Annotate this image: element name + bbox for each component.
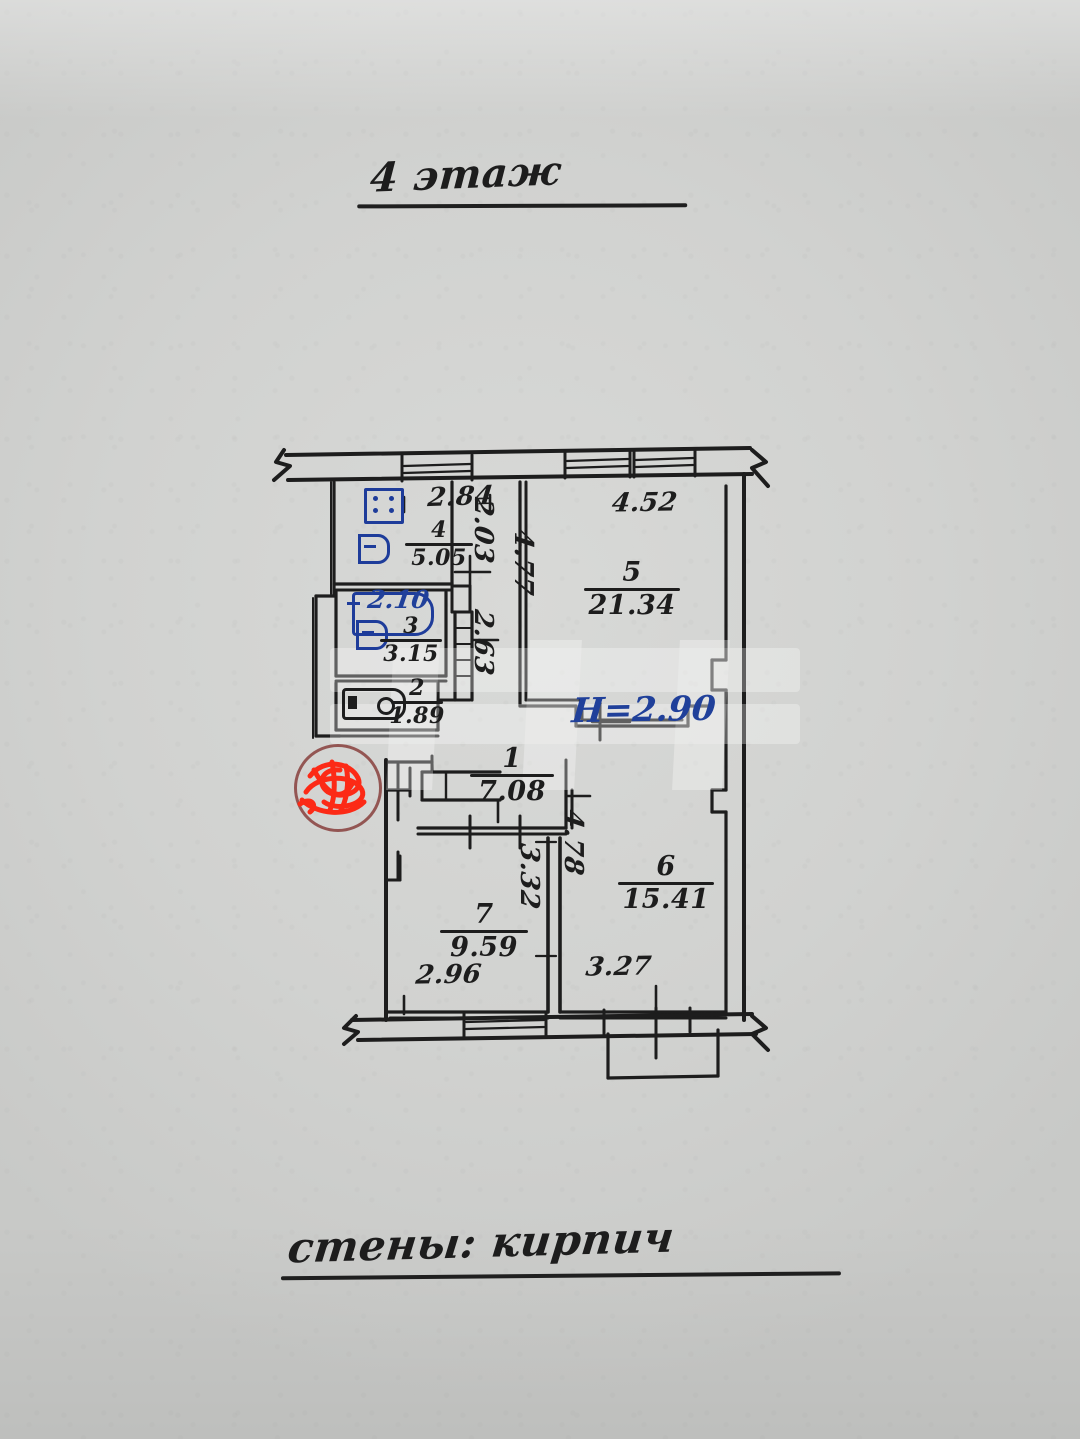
bathtub-tap-icon	[347, 596, 360, 612]
title-text: 4 этаж	[368, 147, 563, 202]
dimension-room7-depth: 3.32	[514, 841, 544, 912]
bathtub-icon	[352, 592, 434, 636]
dimension-bathtub-length: 2.10	[365, 585, 431, 614]
room-label-4: 4 5.05	[402, 517, 476, 571]
dimension-room6-depth: 4.78	[558, 807, 588, 878]
room-number-1: 1	[502, 743, 522, 774]
stove-icon	[364, 488, 404, 524]
ceiling-height-note: H=2.90	[570, 688, 718, 732]
kitchen-sink-icon	[358, 534, 390, 564]
room-area-2: 1.89	[389, 703, 445, 729]
room-label-6: 6 15.41	[614, 851, 718, 915]
room-number-3: 3	[403, 613, 419, 639]
room-area-5: 21.34	[588, 590, 676, 621]
toilet-bowl	[377, 697, 395, 715]
room-label-5: 5 21.34	[580, 557, 684, 621]
room-label-7: 7 9.59	[436, 899, 532, 963]
stamp-ring	[294, 744, 382, 832]
dimension-bath-depth: 2.63	[468, 607, 498, 678]
room-area-4: 5.05	[411, 545, 467, 571]
room-number-7: 7	[474, 899, 494, 930]
toilet-icon	[342, 688, 406, 720]
dimension-bottom-left: 2.96	[414, 959, 484, 991]
room-area-6: 15.41	[622, 884, 710, 915]
room-label-3: 3 3.15	[376, 613, 446, 667]
room-number-2: 2	[409, 675, 425, 701]
toilet-tank	[348, 696, 357, 709]
dimension-kitchen-depth: 2.03	[468, 495, 498, 566]
dimension-living-depth: 4.77	[508, 527, 538, 598]
stamp-scribble	[297, 759, 367, 815]
room-area-3: 3.15	[383, 641, 439, 667]
room-label-2: 2 1.89	[388, 675, 446, 729]
room-number-6: 6	[656, 851, 676, 882]
room-number-5: 5	[622, 557, 642, 588]
room-area-1: 7.08	[478, 776, 546, 807]
room-area-7: 9.59	[450, 932, 518, 963]
dimension-bottom-right: 3.27	[584, 951, 654, 983]
room-number-4: 4	[431, 517, 447, 543]
room-label-1: 1 7.08	[466, 743, 558, 807]
dimension-top-right: 4.52	[610, 487, 680, 519]
page-title: 4 этаж	[357, 147, 688, 209]
bathroom-sink-icon	[356, 620, 388, 650]
redacted-stamp-icon	[294, 744, 382, 832]
